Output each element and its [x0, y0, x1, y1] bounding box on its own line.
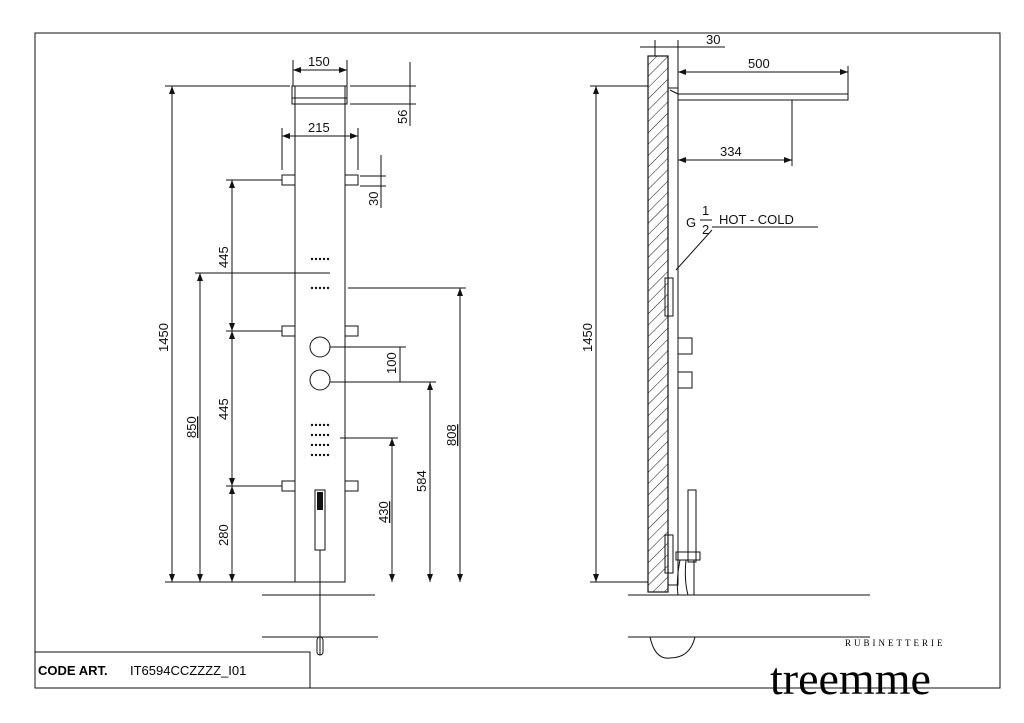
jet-dot: [310, 257, 314, 261]
dim-bracket-span: 215: [308, 120, 330, 135]
jet-dot: [314, 286, 318, 290]
diverter-side: [677, 337, 693, 355]
svg-text:1: 1: [702, 203, 709, 218]
mixer-side: [677, 371, 693, 389]
jet-dot: [318, 286, 322, 290]
dim-width-top: 150: [308, 54, 330, 69]
wall-section: [647, 55, 669, 593]
jet-dot: [322, 443, 326, 447]
dim-total-height: 1450: [156, 323, 171, 352]
dim-wall-offset: 30: [706, 32, 720, 47]
jet-dot: [318, 433, 322, 437]
dim-bracket-bottom: 280: [216, 524, 231, 546]
jet-dot: [326, 257, 330, 261]
jet-dot: [310, 453, 314, 457]
dim-head-offset: 334: [720, 144, 742, 159]
jet-dot: [318, 423, 322, 427]
dim-bracket-gap-lower: 445: [216, 398, 231, 420]
jet-dot: [322, 286, 326, 290]
code-label: CODE ART.: [38, 663, 108, 678]
jet-dot: [310, 286, 314, 290]
jet-dot: [322, 257, 326, 261]
svg-text:treemme: treemme: [770, 653, 931, 704]
dim-total-height-side: 1450: [580, 323, 595, 352]
front-view: 150 215 56 30 1450 445 445 280 850 100 5…: [156, 54, 466, 656]
jet-dots: [310, 257, 330, 457]
jet-dot: [318, 453, 322, 457]
jet-dot: [310, 423, 314, 427]
hand-shower-side: [687, 489, 697, 563]
jet-dot: [322, 433, 326, 437]
jet-dot: [314, 443, 318, 447]
panel-side: [667, 87, 679, 586]
jet-dot: [326, 443, 330, 447]
jet-dot: [310, 443, 314, 447]
jet-dot: [314, 423, 318, 427]
connection-label: G 1 2 HOT - COLD: [686, 203, 818, 237]
jet-dot: [326, 423, 330, 427]
knob-upper: [309, 336, 331, 358]
jet-dot: [314, 257, 318, 261]
dim-jets-height: 850: [184, 416, 199, 438]
jet-dot: [314, 433, 318, 437]
knob-lower: [309, 369, 331, 391]
jet-dot: [322, 423, 326, 427]
dim-bracket-gap-upper: 445: [216, 246, 231, 268]
dim-arm-length: 500: [748, 56, 770, 71]
svg-text:2: 2: [702, 222, 709, 237]
jet-dot: [326, 286, 330, 290]
shower-arm: [677, 93, 849, 101]
title-block: [34, 651, 311, 689]
dim-head-height: 56: [395, 110, 410, 124]
jet-dot: [318, 443, 322, 447]
jet-dot: [326, 453, 330, 457]
svg-text:G: G: [686, 215, 696, 230]
jet-dot: [322, 453, 326, 457]
side-view: 30 500 334 1450 G 1 2 HOT - COLD: [580, 32, 870, 659]
jet-dot: [310, 433, 314, 437]
dim-knob-gap: 100: [384, 352, 399, 374]
jet-dot: [326, 433, 330, 437]
dim-upper-jets: 808: [444, 424, 459, 446]
code-value: IT6594CCZZZZ_I01: [130, 663, 246, 678]
drawing-frame: [34, 32, 1001, 689]
dim-bracket-height: 30: [366, 192, 381, 206]
jet-dot: [318, 257, 322, 261]
jet-dot: [314, 453, 318, 457]
dim-knob-height: 584: [414, 470, 429, 492]
shower-head: [291, 85, 348, 105]
brand-logo: RUBINETTERIE treemme: [770, 638, 946, 704]
svg-text:RUBINETTERIE: RUBINETTERIE: [845, 638, 946, 648]
svg-text:HOT - COLD: HOT - COLD: [719, 212, 794, 227]
dim-jet-height-lower: 430: [376, 501, 391, 523]
brackets: [281, 174, 359, 492]
